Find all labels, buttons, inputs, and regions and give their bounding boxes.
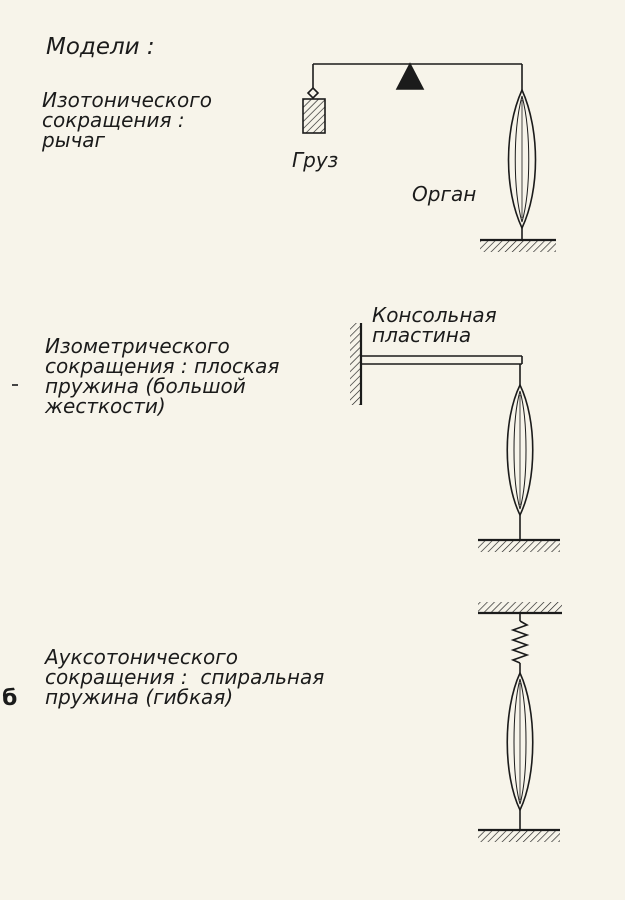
auxotonic-caption-line-2: сокращения : спиральная [45,665,325,689]
isotonic-lever-model [302,62,556,252]
coil-spring [510,620,530,664]
margin-letter: б [2,686,18,711]
cantilever-plate-label: Консольная пластина [372,303,497,347]
isometric-caption-line-3: пружина (большой [45,374,246,398]
isotonic-caption-line-3: рычаг [42,128,106,152]
fulcrum-triangle [395,62,425,90]
organ-muscle-1 [507,88,537,230]
wall-hatch [350,323,360,405]
isometric-caption-line-4: жесткости) [45,394,166,418]
auxotonic-spring-model [478,602,562,842]
isometric-plate-model [350,323,560,552]
top-mount-hatch [478,602,562,612]
isometric-caption-line-1: Изометрического [45,334,230,358]
base-hatch-2 [478,541,560,552]
organ-label: Орган [412,182,477,206]
models-heading: Модели : [46,34,155,60]
auxotonic-caption-line-1: Ауксотонического [45,645,238,669]
base-hatch-3 [478,831,560,842]
weight-hook [306,86,320,100]
auxotonic-caption-line-3: пружина (гибкая) [45,685,234,709]
weight-label: Груз [292,148,339,172]
margin-tick-mark [12,384,18,386]
weight-block [302,98,326,134]
base-hatch-1 [480,241,556,252]
auxotonic-caption: Ауксотонического сокращения : спиральная… [45,647,324,707]
isotonic-caption-line-2: сокращения : [42,108,185,132]
isometric-caption-line-2: сокращения : плоская [45,354,280,378]
isotonic-caption-line-1: Изотонического [42,88,212,112]
organ-muscle-2 [506,383,534,517]
isometric-caption: Изометрического сокращения : плоская пру… [45,336,279,416]
isotonic-caption: Изотонического сокращения : рычаг [42,90,212,150]
organ-muscle-3 [506,671,534,812]
